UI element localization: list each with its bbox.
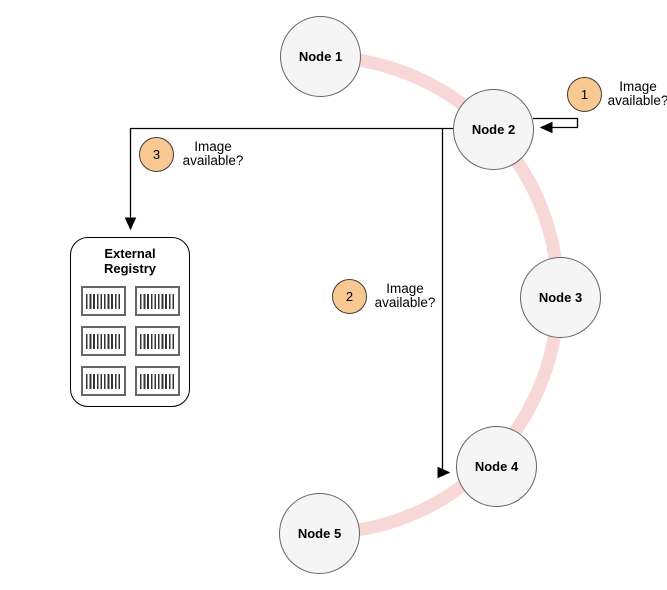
barcode-bars [86,333,121,349]
node-2: Node 2 [453,89,534,170]
node-1-label: Node 1 [298,49,343,64]
barcode-icon [81,366,126,396]
step-badge-3-number: 3 [152,147,161,162]
barcode-bars [86,373,121,389]
barcode-bars [140,333,175,349]
step-1-question: Image available? [607,79,667,108]
barcode-grid [81,286,180,396]
external-registry-box: External Registry [70,237,190,407]
barcode-bars [86,293,121,309]
step-badge-2-number: 2 [345,289,354,304]
barcode-icon [81,286,126,316]
node-1: Node 1 [280,16,361,97]
barcode-icon [81,326,126,356]
barcode-icon [135,286,180,316]
connector-node2-to-node4 [437,128,451,479]
external-registry-title: External Registry [103,246,157,276]
step-badge-2: 2 [332,279,367,314]
node-4-label: Node 4 [474,459,519,474]
node-5: Node 5 [279,493,360,574]
node-5-label: Node 5 [297,526,342,541]
node-4: Node 4 [456,426,537,507]
step-badge-3: 3 [139,137,174,172]
barcode-bars [140,293,175,309]
step-badge-1: 1 [567,77,602,112]
node-3: Node 3 [520,257,601,338]
node-2-label: Node 2 [471,122,516,137]
node-3-label: Node 3 [538,290,583,305]
step-3-question: Image available? [182,139,244,168]
self-loop-arrow-node2 [533,117,579,134]
barcode-bars [140,373,175,389]
barcode-icon [135,326,180,356]
barcode-icon [135,366,180,396]
step-badge-1-number: 1 [580,87,589,102]
step-2-question: Image available? [374,281,436,310]
connector-node2-to-registry [124,127,454,231]
